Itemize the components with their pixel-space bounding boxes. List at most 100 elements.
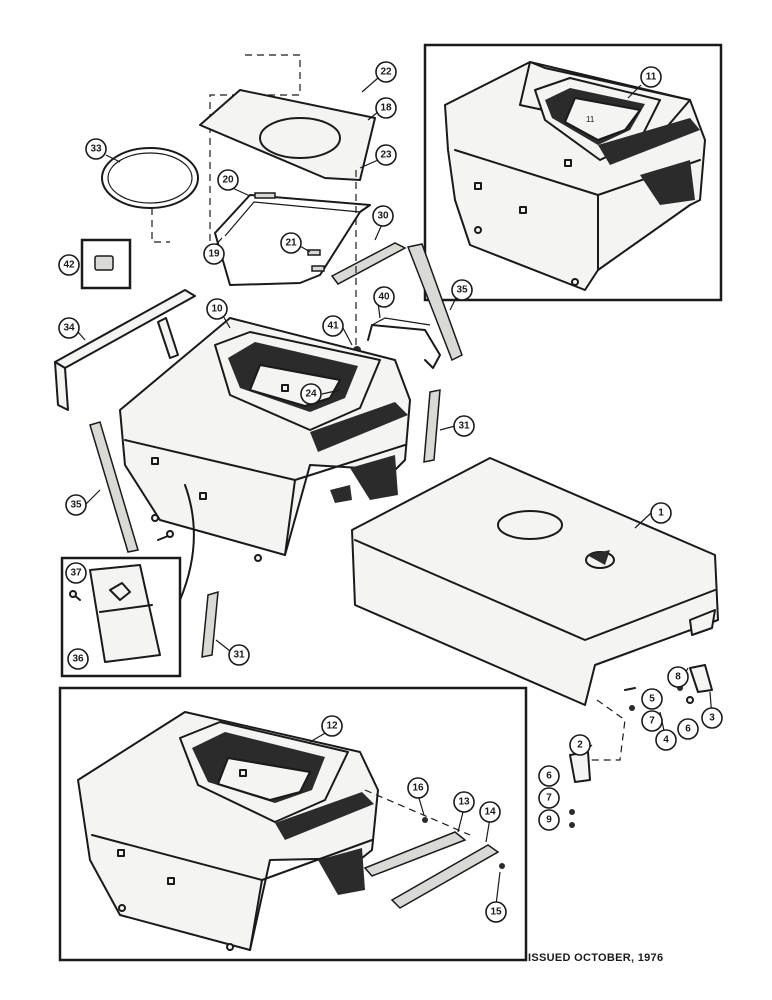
svg-text:18: 18 xyxy=(380,103,392,114)
callout-7a: 7 xyxy=(641,710,663,732)
callout-22: 22 xyxy=(375,61,397,83)
callout-7b: 7 xyxy=(538,787,560,809)
trim-strip-35b xyxy=(89,421,139,553)
svg-text:33: 33 xyxy=(90,144,102,155)
callout-9: 9 xyxy=(538,809,560,831)
plate-18 xyxy=(199,89,376,181)
callout-11: 11 xyxy=(640,66,662,88)
callout-8: 8 xyxy=(667,666,689,688)
callout-12: 12 xyxy=(321,715,343,737)
callout-21: 21 xyxy=(280,232,302,254)
inset-frame-11 xyxy=(423,43,723,302)
callout-2: 2 xyxy=(569,734,591,756)
callout-6a: 6 xyxy=(677,718,699,740)
svg-text:30: 30 xyxy=(377,211,389,222)
svg-text:35: 35 xyxy=(70,500,82,511)
svg-text:24: 24 xyxy=(305,389,317,400)
svg-text:31: 31 xyxy=(233,650,245,661)
svg-text:37: 37 xyxy=(70,568,82,579)
guide-line-18 xyxy=(209,54,301,250)
inset-frame-42 xyxy=(80,238,132,290)
trim-strip-35a xyxy=(406,243,463,362)
fastener-small xyxy=(157,530,174,541)
callout-36: 36 xyxy=(67,648,89,670)
callout-3: 3 xyxy=(701,707,723,729)
svg-text:7: 7 xyxy=(546,793,552,804)
handle-40 xyxy=(367,317,441,369)
svg-text:5: 5 xyxy=(649,694,655,705)
screw-37 xyxy=(69,590,81,601)
issued-date-footer: ISSUED OCTOBER, 1976 xyxy=(528,952,664,964)
callout-23: 23 xyxy=(375,144,397,166)
pad-42 xyxy=(94,255,114,271)
trim-strip-31b xyxy=(201,590,219,658)
callout-5: 5 xyxy=(641,688,663,710)
console-housing-10 xyxy=(119,317,411,562)
seal-frame-19 xyxy=(214,192,371,286)
svg-text:16: 16 xyxy=(412,783,424,794)
svg-text:42: 42 xyxy=(63,260,75,271)
callout-20: 20 xyxy=(217,169,239,191)
callout-4: 4 xyxy=(655,729,677,751)
callout-15: 15 xyxy=(485,901,507,923)
svg-text:20: 20 xyxy=(222,175,234,186)
svg-text:6: 6 xyxy=(546,771,552,782)
svg-text:19: 19 xyxy=(208,249,220,260)
callout-14: 14 xyxy=(479,801,501,823)
svg-text:8: 8 xyxy=(675,672,681,683)
callout-30: 30 xyxy=(372,205,394,227)
seal-ring-33 xyxy=(101,147,199,209)
callout-37: 37 xyxy=(65,562,87,584)
callout-18: 18 xyxy=(375,97,397,119)
svg-text:7: 7 xyxy=(649,716,655,727)
inset-inline-mark: 11 xyxy=(586,115,595,124)
console-housing-12 xyxy=(77,711,379,951)
callout-16: 16 xyxy=(407,777,429,799)
svg-text:22: 22 xyxy=(380,67,392,78)
callout-33: 33 xyxy=(85,138,107,160)
trim-bracket-34 xyxy=(54,289,196,411)
trim-strip-30 xyxy=(330,242,407,285)
svg-text:14: 14 xyxy=(484,807,496,818)
callout-35b: 35 xyxy=(65,494,87,516)
svg-text:34: 34 xyxy=(63,323,75,334)
svg-text:4: 4 xyxy=(663,735,669,746)
callout-31a: 31 xyxy=(453,415,475,437)
curved-guide-36 xyxy=(179,484,195,601)
inset-frame-12 xyxy=(58,686,528,962)
console-housing-11 xyxy=(444,61,706,291)
svg-text:10: 10 xyxy=(211,304,223,315)
svg-text:13: 13 xyxy=(458,797,470,808)
svg-text:1: 1 xyxy=(658,508,664,519)
svg-text:6: 6 xyxy=(685,724,691,735)
svg-text:23: 23 xyxy=(380,150,392,161)
callout-35a: 35 xyxy=(451,279,473,301)
svg-text:21: 21 xyxy=(285,238,297,249)
inset-frame-36 xyxy=(60,556,182,678)
callout-41: 41 xyxy=(322,315,344,337)
guide-line-1 xyxy=(585,699,626,761)
svg-text:9: 9 xyxy=(546,815,552,826)
callout-42: 42 xyxy=(58,254,80,276)
callout-40: 40 xyxy=(373,286,395,308)
svg-text:41: 41 xyxy=(327,321,339,332)
callout-31b: 31 xyxy=(228,644,250,666)
callout-19: 19 xyxy=(203,243,225,265)
svg-text:12: 12 xyxy=(326,721,338,732)
bracket-2 xyxy=(569,751,591,783)
clip-15 xyxy=(499,863,505,869)
callout-6b: 6 xyxy=(538,765,560,787)
svg-text:40: 40 xyxy=(378,292,390,303)
bracket-3 xyxy=(689,664,713,693)
hood-1 xyxy=(351,457,719,706)
svg-text:15: 15 xyxy=(490,907,502,918)
callout-34: 34 xyxy=(58,317,80,339)
svg-text:11: 11 xyxy=(646,72,657,83)
svg-text:36: 36 xyxy=(72,654,84,665)
svg-text:31: 31 xyxy=(458,421,470,432)
callout-10: 10 xyxy=(206,298,228,320)
trim-strip-31a xyxy=(423,389,441,463)
guide-line-33 xyxy=(151,208,170,243)
callout-24: 24 xyxy=(300,383,322,405)
